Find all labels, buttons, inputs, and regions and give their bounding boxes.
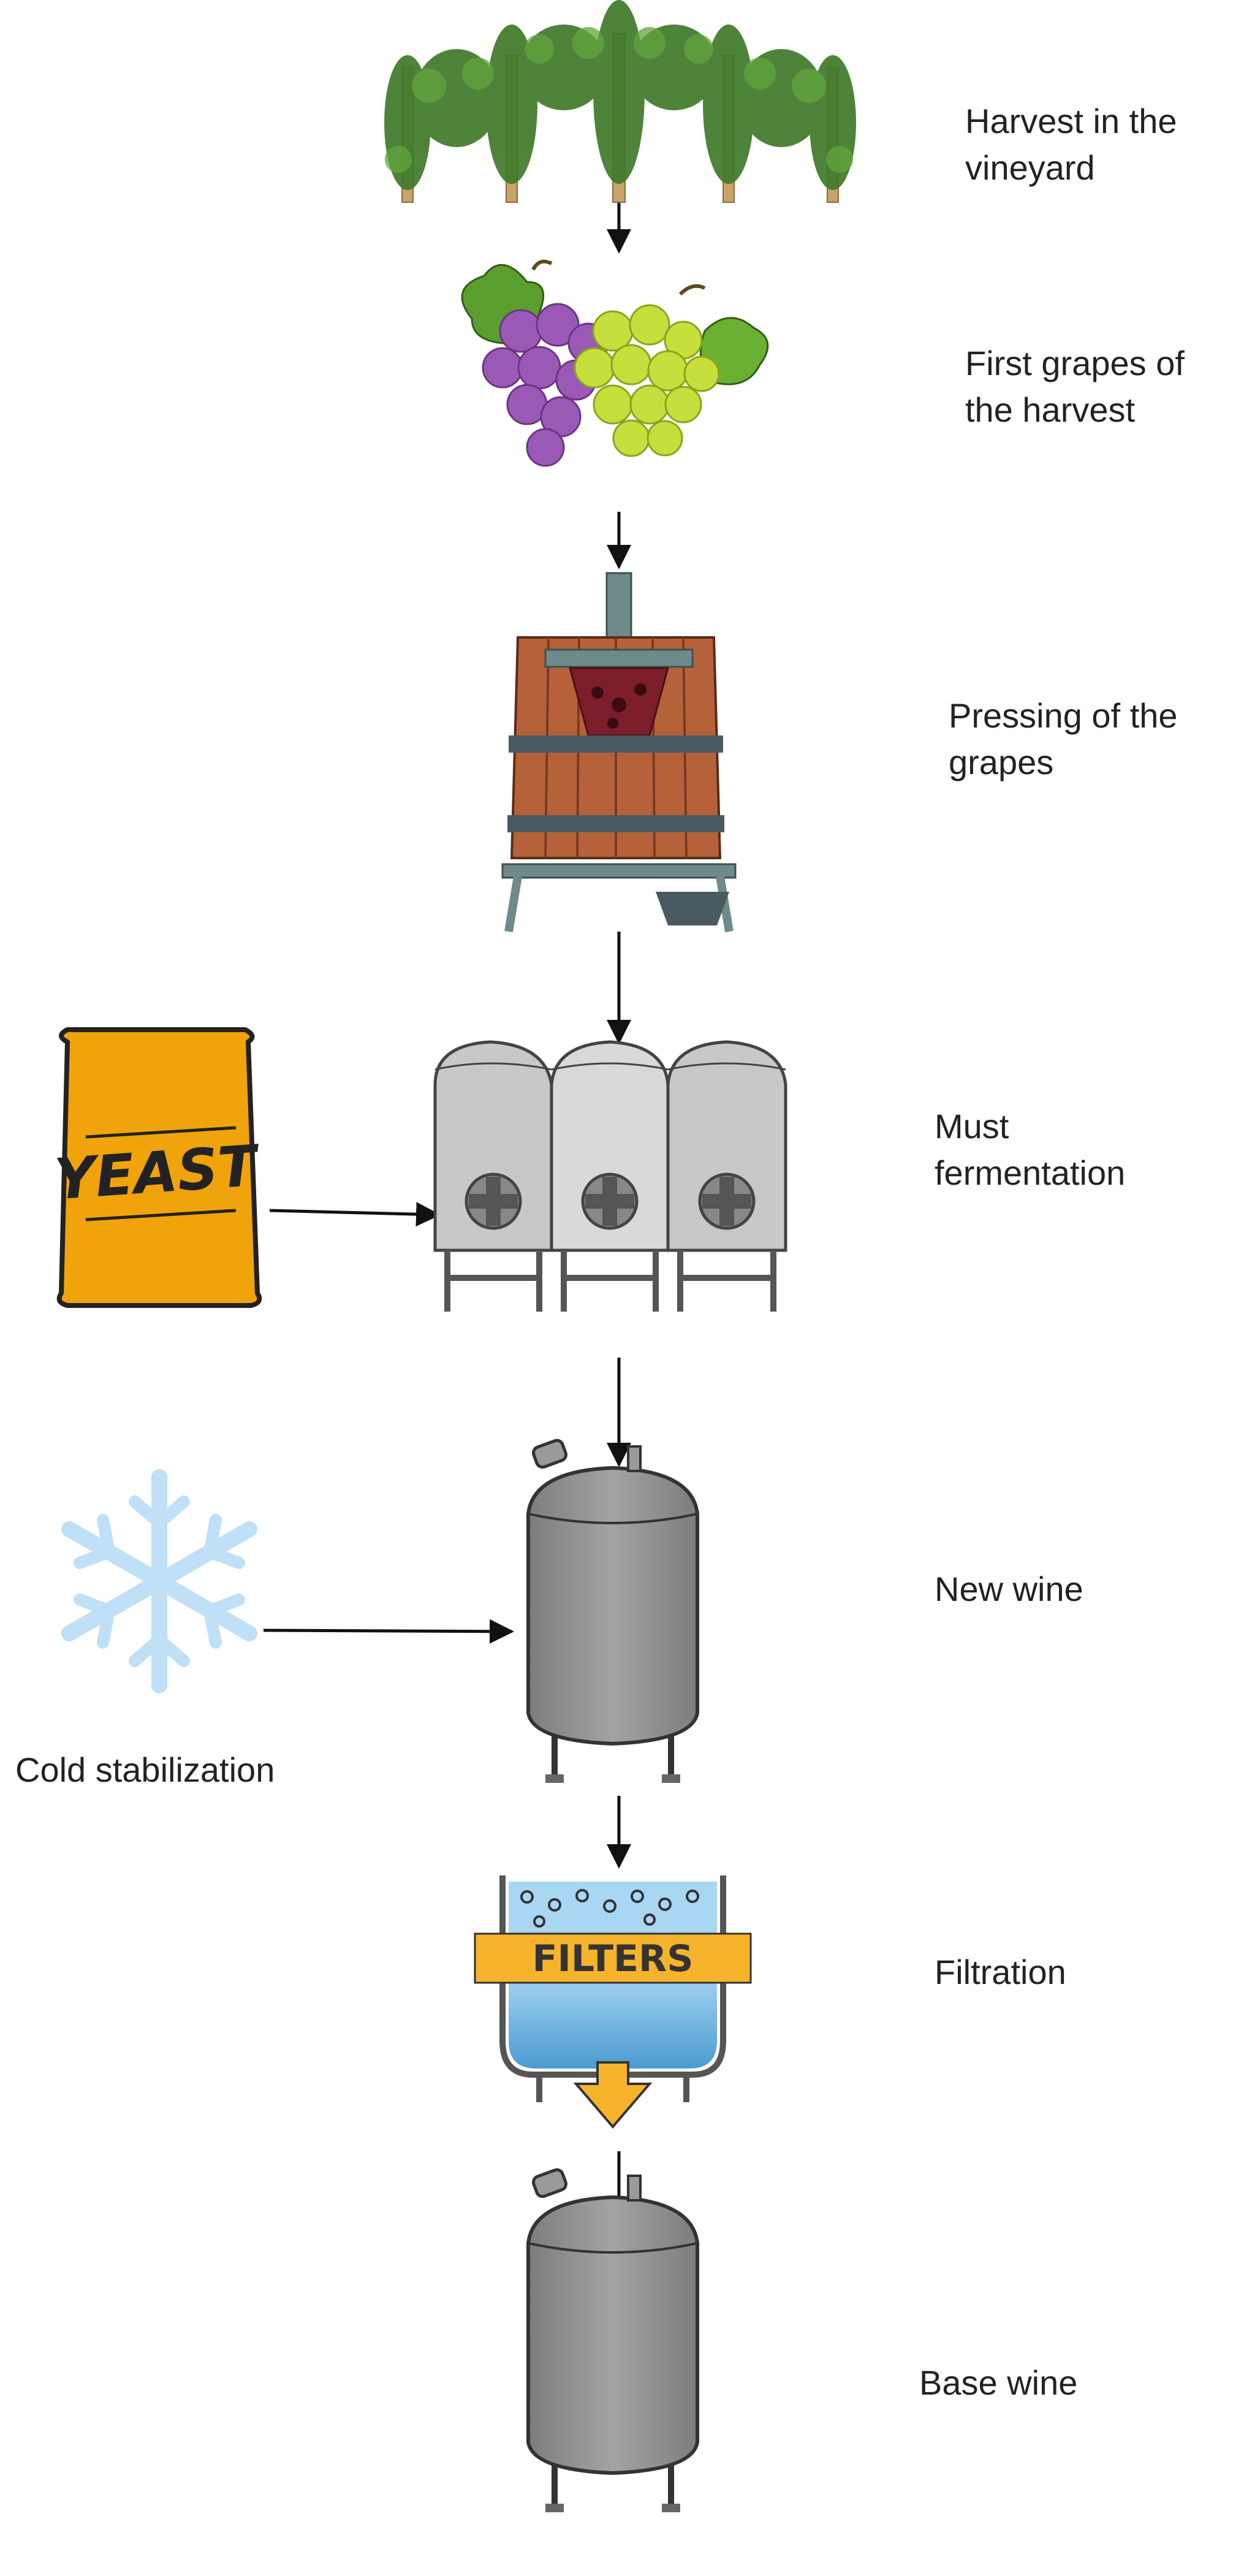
yeast-bag-icon: YEAST [53, 1027, 263, 1308]
label-first-grapes: First grapes of the harvest [965, 344, 1185, 429]
label-must-fermentation: Must fermentation [935, 1107, 1126, 1192]
arrow-cold-to-new-wine [263, 1619, 514, 1644]
base-wine-tank-icon [526, 2168, 699, 2512]
grapes-icon [461, 259, 769, 467]
label-harvest-vineyard: Harvest in the vineyard [965, 102, 1177, 187]
yeast-bag-label: YEAST [53, 1133, 263, 1212]
filters-band [474, 1932, 752, 1984]
label-cold-stabilization: Cold stabilization [15, 1750, 275, 1789]
filtration-icon: FILTERS [474, 1875, 752, 2129]
label-base-wine: Base wine [919, 2363, 1078, 2402]
label-new-wine: New wine [935, 1570, 1083, 1608]
filters-band-label: FILTERS [533, 1937, 694, 1980]
arrow-yeast-to-fermentation [269, 1202, 441, 1227]
fermentation-tanks-icon [433, 1040, 787, 1312]
label-pressing: Pressing of the grapes [949, 696, 1178, 781]
flow-arrows [263, 184, 631, 2279]
wine-press-icon [501, 572, 737, 933]
snowflake-icon [61, 1469, 257, 1693]
new-wine-tank-icon [526, 1438, 699, 1783]
label-filtration: Filtration [935, 1953, 1066, 1991]
vineyard-icon [384, 0, 856, 203]
